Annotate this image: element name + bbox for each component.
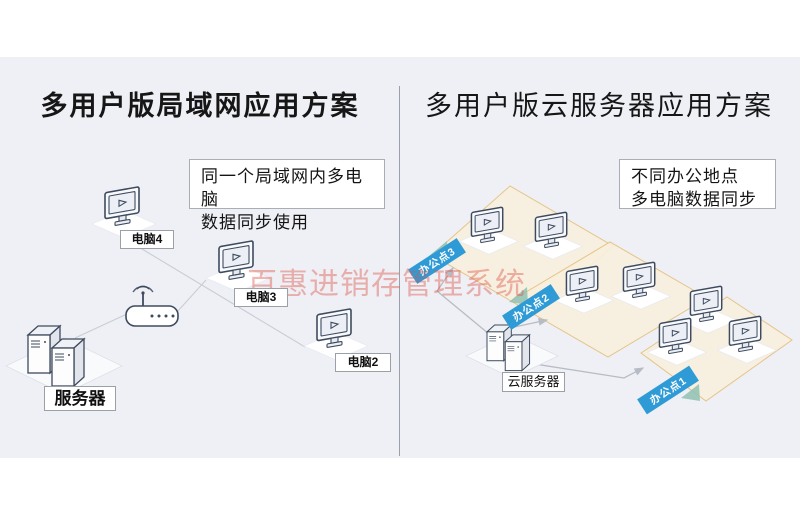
lan-line-pc4-pc2 [126,239,306,348]
pc3-label: 电脑3 [234,288,288,307]
lan-line-server-router [74,312,130,339]
pc2-label: 电脑2 [335,353,391,372]
lan-note-line1: 同一个局域网内多电脑 [201,167,363,209]
cloud-diagram: 办公点3 办公点2 办公点1 [408,185,793,415]
cloud-note: 不同办公地点 多电脑数据同步 [619,159,776,209]
server-label: 服务器 [44,386,116,411]
wifi-router-icon [125,285,179,327]
cloud-note-line2: 多电脑数据同步 [631,190,757,209]
cloud-title: 多用户版云服务器应用方案 [425,91,773,121]
zone1-corner-accent [681,384,700,401]
lan-diagram [5,185,369,395]
cloud-note-line1: 不同办公地点 [631,167,739,186]
watermark-text: 百惠进销存管理系统 [247,268,526,301]
arrow-to-office1 [502,358,645,379]
cloud-server-label: 云服务器 [502,372,565,392]
zone2-corner-accent [509,287,528,305]
pc4-label: 电脑4 [120,230,174,249]
lan-line-router-pc3 [176,279,207,313]
lan-title: 多用户版局域网应用方案 [40,91,360,121]
arrow-to-office3 [436,266,490,335]
lan-note: 同一个局域网内多电脑 数据同步使用 [189,159,385,232]
lan-note-line2: 数据同步使用 [201,213,309,232]
